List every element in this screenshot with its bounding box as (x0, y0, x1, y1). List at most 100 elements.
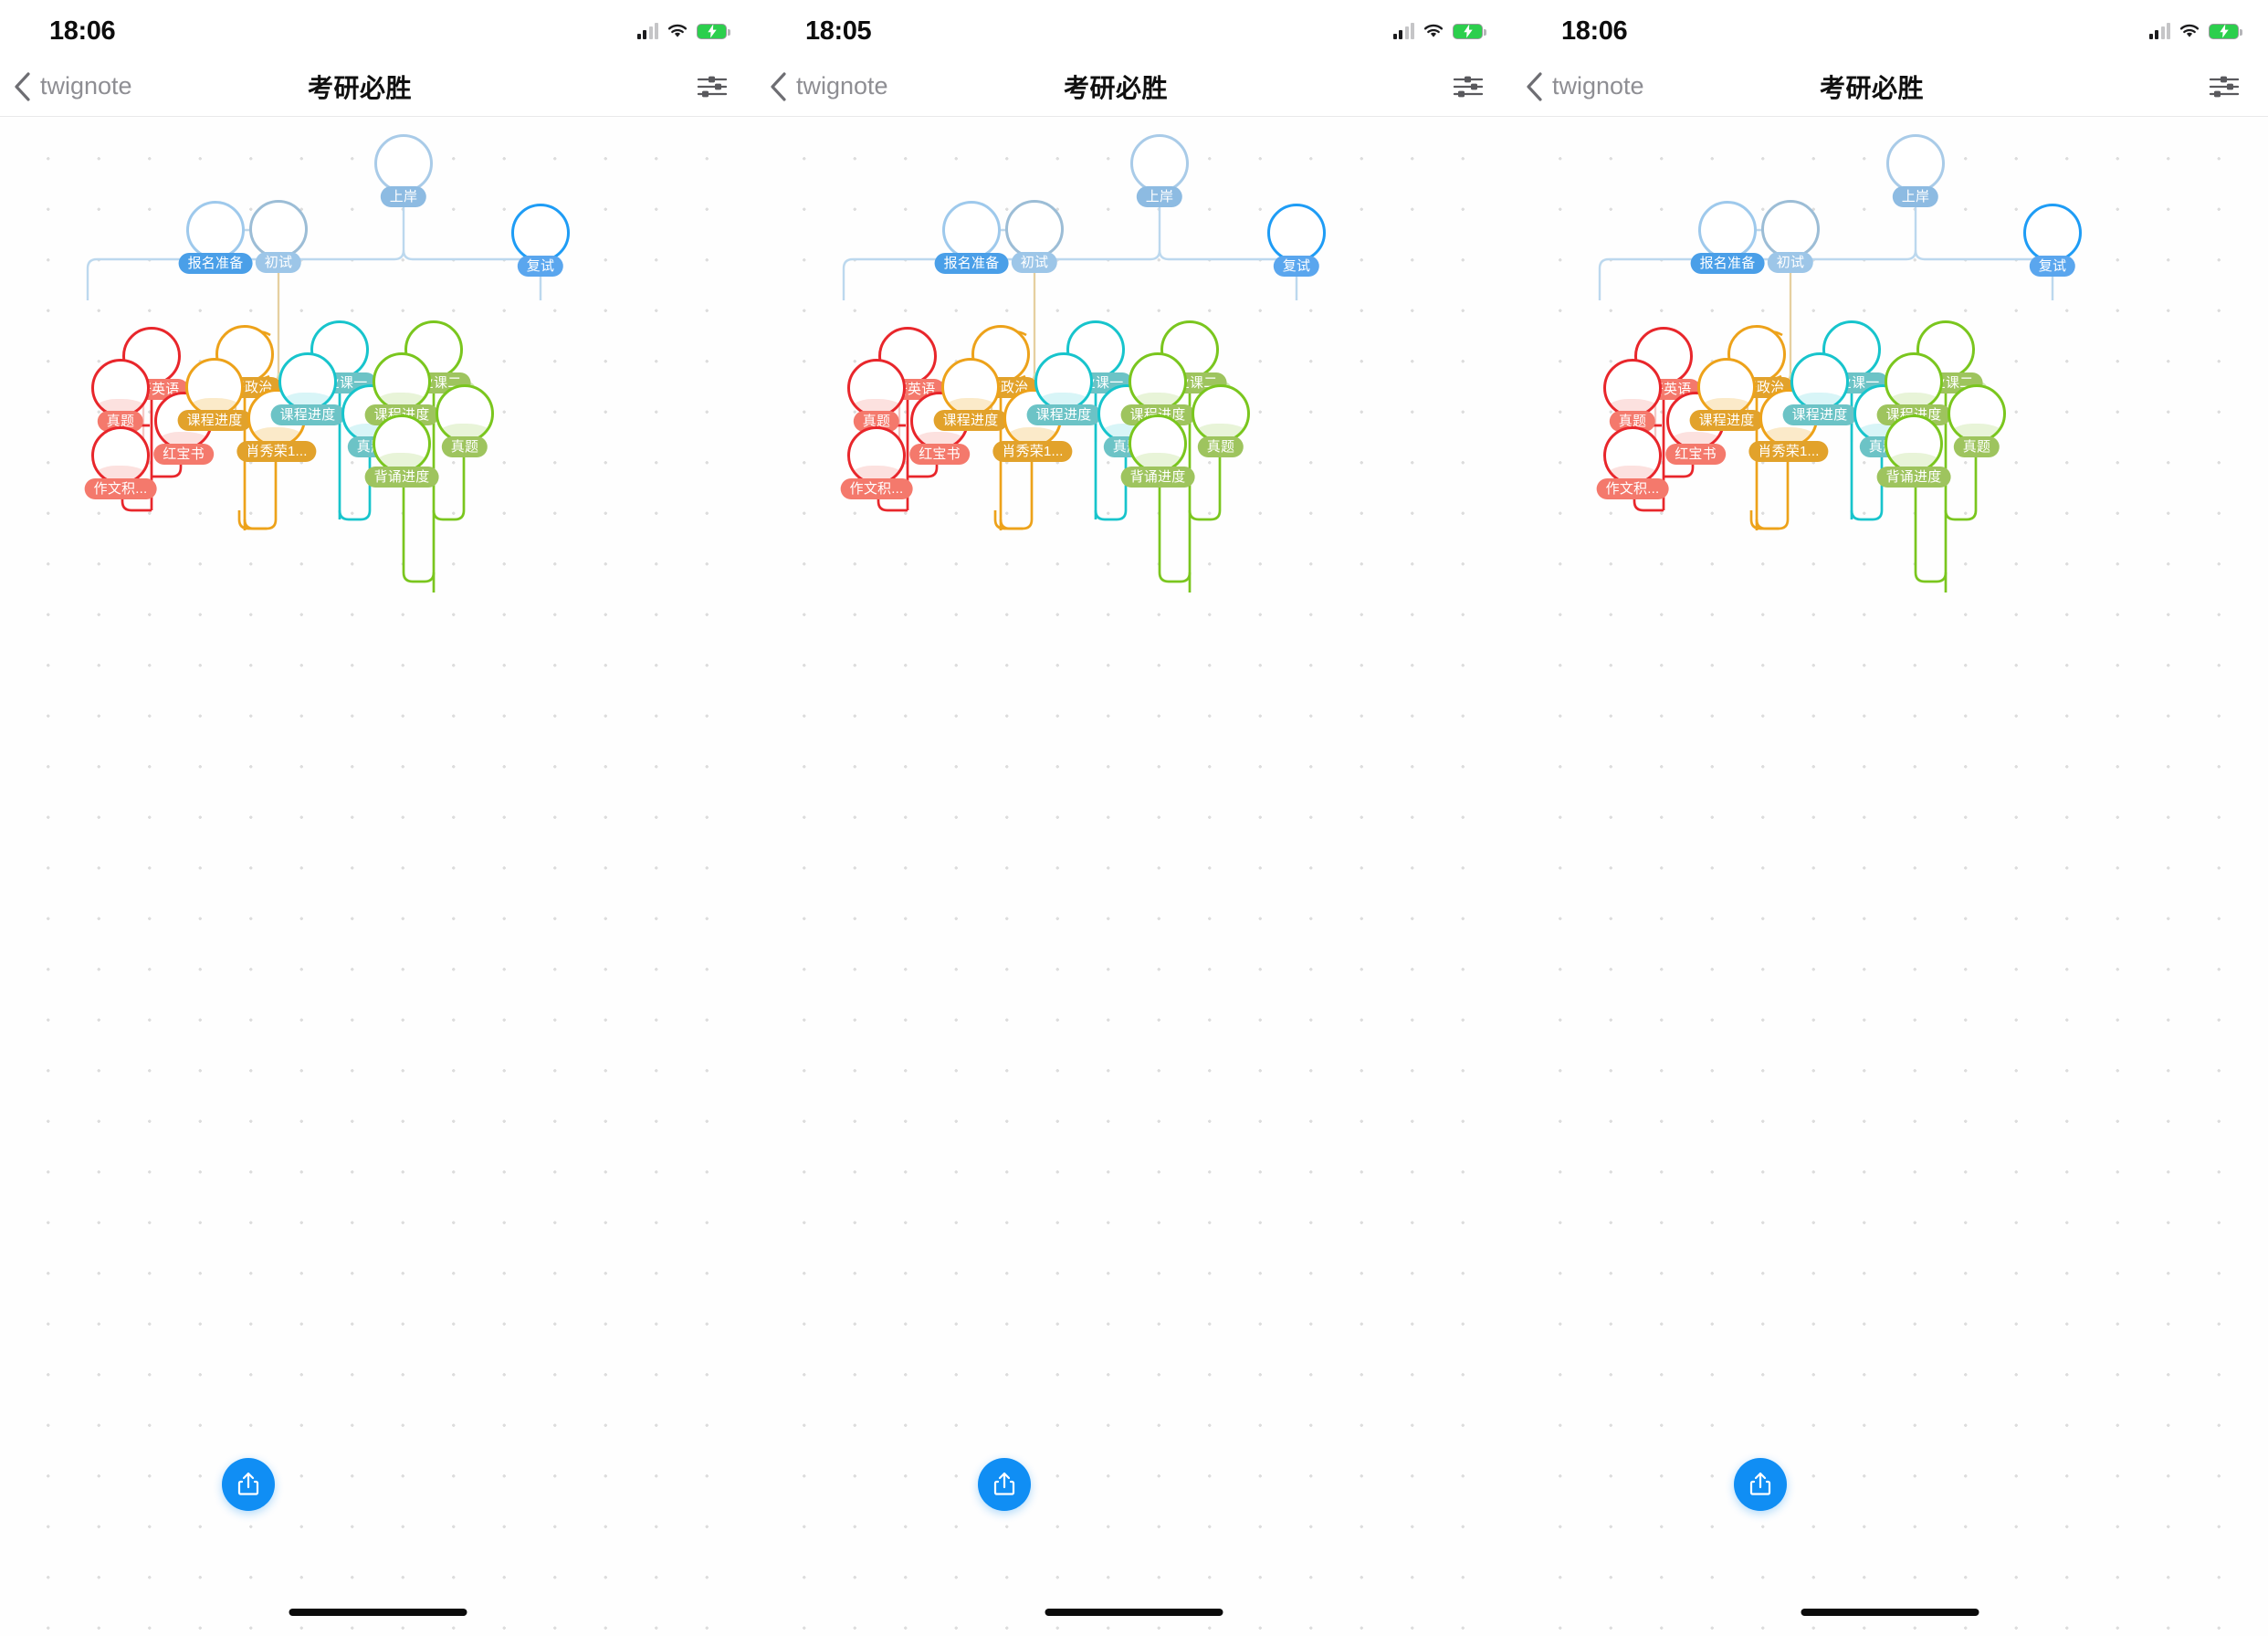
mindmap-node-second-exam[interactable]: 复试 (2023, 204, 2082, 277)
mindmap-node-m2-course[interactable]: 课程进度 (1120, 352, 1195, 425)
node-progress-fill (850, 466, 903, 482)
mindmap-canvas[interactable]: 上岸 报名准备 初试 复试 A (1512, 118, 2268, 1636)
back-button[interactable]: twignote (756, 71, 888, 102)
mindmap-node-m2-course[interactable]: 课程进度 (1876, 352, 1951, 425)
node-progress-fill (1700, 398, 1753, 414)
mindmap-node-m1-course[interactable]: 课程进度 (270, 352, 345, 425)
node-label: 课程进度 (270, 404, 345, 425)
mindmap-node-first-exam[interactable]: 初试 (1761, 200, 1820, 273)
settings-button[interactable] (1452, 73, 1485, 100)
back-button[interactable]: twignote (1512, 71, 1644, 102)
mindmap-node-en-essay[interactable]: ¶ 作文积... (840, 426, 913, 499)
node-bubble (1790, 352, 1849, 411)
node-label: 肖秀荣1... (1748, 441, 1829, 462)
mindmap-node-m2-past[interactable]: 真题 (1192, 384, 1250, 457)
node-label: 课程进度 (177, 410, 252, 431)
share-button[interactable] (222, 1458, 275, 1511)
node-progress-fill (1606, 399, 1659, 414)
mindmap-node-po-course[interactable]: 课程进度 (177, 358, 252, 431)
classroom-icon (1700, 361, 1756, 416)
node-label: 课程进度 (1689, 410, 1764, 431)
status-clock: 18:06 (49, 16, 116, 46)
mindmap-node-signup[interactable]: 报名准备 (934, 201, 1009, 274)
phone-screen: 18:05 twignote 考研必胜 (756, 0, 1512, 1636)
mindmap-node-m2-past[interactable]: 真题 (1948, 384, 2006, 457)
node-bubble (1129, 414, 1187, 473)
mindmap-node-po-course[interactable]: 课程进度 (933, 358, 1008, 431)
pilcrow-icon: ¶ (1606, 429, 1662, 485)
mindmap-canvas[interactable]: 上岸 报名准备 初试 复试 A (756, 118, 1512, 1636)
mindmap-node-m2-course[interactable]: 课程进度 (364, 352, 439, 425)
home-indicator (1801, 1609, 1979, 1616)
node-label: 作文积... (84, 478, 157, 499)
node-progress-fill (438, 424, 491, 440)
node-label: 初试 (1767, 252, 1814, 273)
sliders-icon (697, 76, 728, 97)
mindmap-node-en-past[interactable]: 真题 (1603, 359, 1662, 432)
node-progress-fill (1950, 424, 2003, 440)
document-icon (1606, 362, 1662, 417)
status-clock: 18:05 (805, 16, 872, 46)
brain-head-icon (375, 417, 431, 473)
mindmap-node-second-exam[interactable]: 复试 (1267, 204, 1326, 277)
node-progress-fill (1037, 393, 1090, 408)
chat-bubbles-icon (2026, 206, 2082, 262)
classroom-icon (281, 355, 337, 411)
mindmap-node-second-exam[interactable]: 复试 (511, 204, 570, 277)
mindmap-node-first-exam[interactable]: 初试 (1005, 200, 1064, 273)
mindmap-node-signup[interactable]: 报名准备 (1690, 201, 1765, 274)
classroom-icon (1037, 355, 1093, 411)
mindmap-node-m2-recite[interactable]: 背诵进度 (364, 414, 439, 488)
mindmap-node-root[interactable]: 上岸 (1130, 134, 1189, 207)
mindmap-node-m2-recite[interactable]: 背诵进度 (1120, 414, 1195, 488)
mindmap-node-m2-recite[interactable]: 背诵进度 (1876, 414, 1951, 488)
node-label: 真题 (97, 411, 144, 432)
document-icon (850, 362, 906, 417)
settings-button[interactable] (2208, 73, 2241, 100)
node-label: 背诵进度 (1120, 467, 1195, 488)
mindmap-node-signup[interactable]: 报名准备 (178, 201, 253, 274)
mindmap-node-en-essay[interactable]: ¶ 作文积... (84, 426, 157, 499)
share-button[interactable] (1734, 1458, 1787, 1511)
node-bubble (91, 359, 150, 417)
mindmap-node-en-past[interactable]: 真题 (847, 359, 906, 432)
wifi-icon (667, 24, 688, 37)
mindmap-node-en-book[interactable]: 红宝书 (1665, 392, 1726, 465)
cellular-signal-icon (636, 23, 658, 39)
share-button[interactable] (978, 1458, 1031, 1511)
back-button-label: twignote (40, 72, 132, 100)
node-label: 作文积... (1596, 478, 1669, 499)
mindmap-node-m2-past[interactable]: 真题 (436, 384, 494, 457)
node-label: 真题 (1953, 436, 2000, 457)
mindmap-node-root[interactable]: 上岸 (374, 134, 433, 207)
back-button[interactable]: twignote (0, 71, 132, 102)
graduation-cap-icon (1889, 137, 1945, 193)
mindmap-node-m1-course[interactable]: 课程进度 (1026, 352, 1101, 425)
document-icon (1950, 387, 2006, 443)
status-clock: 18:06 (1561, 16, 1628, 46)
mindmap-node-po-course[interactable]: 课程进度 (1689, 358, 1764, 431)
navigation-bar: twignote 考研必胜 (0, 57, 756, 117)
mindmap-node-root[interactable]: 上岸 (1886, 134, 1945, 207)
graduation-cap-icon (1133, 137, 1189, 193)
settings-button[interactable] (696, 73, 729, 100)
mindmap-node-m1-course[interactable]: 课程进度 (1782, 352, 1857, 425)
mindmap-node-first-exam[interactable]: 初试 (249, 200, 308, 273)
classroom-icon (188, 361, 244, 416)
status-indicator-group (1392, 17, 1486, 39)
node-progress-fill (1762, 427, 1815, 445)
home-indicator (1045, 1609, 1223, 1616)
node-progress-fill (375, 393, 428, 408)
mindmap-node-en-past[interactable]: 真题 (91, 359, 150, 432)
battery-charging-icon (1453, 23, 1486, 39)
node-label: 肖秀荣1... (992, 441, 1073, 462)
chat-bubbles-icon (1270, 206, 1326, 262)
back-button-label: twignote (1552, 72, 1644, 100)
node-bubble (1034, 352, 1093, 411)
node-bubble (436, 384, 494, 443)
mindmap-node-en-essay[interactable]: ¶ 作文积... (1596, 426, 1669, 499)
node-label: 真题 (1197, 436, 1244, 457)
node-bubble (1885, 352, 1943, 411)
classroom-icon (1131, 355, 1187, 411)
mindmap-canvas[interactable]: 上岸 报名准备 初试 复试 A (0, 118, 756, 1636)
